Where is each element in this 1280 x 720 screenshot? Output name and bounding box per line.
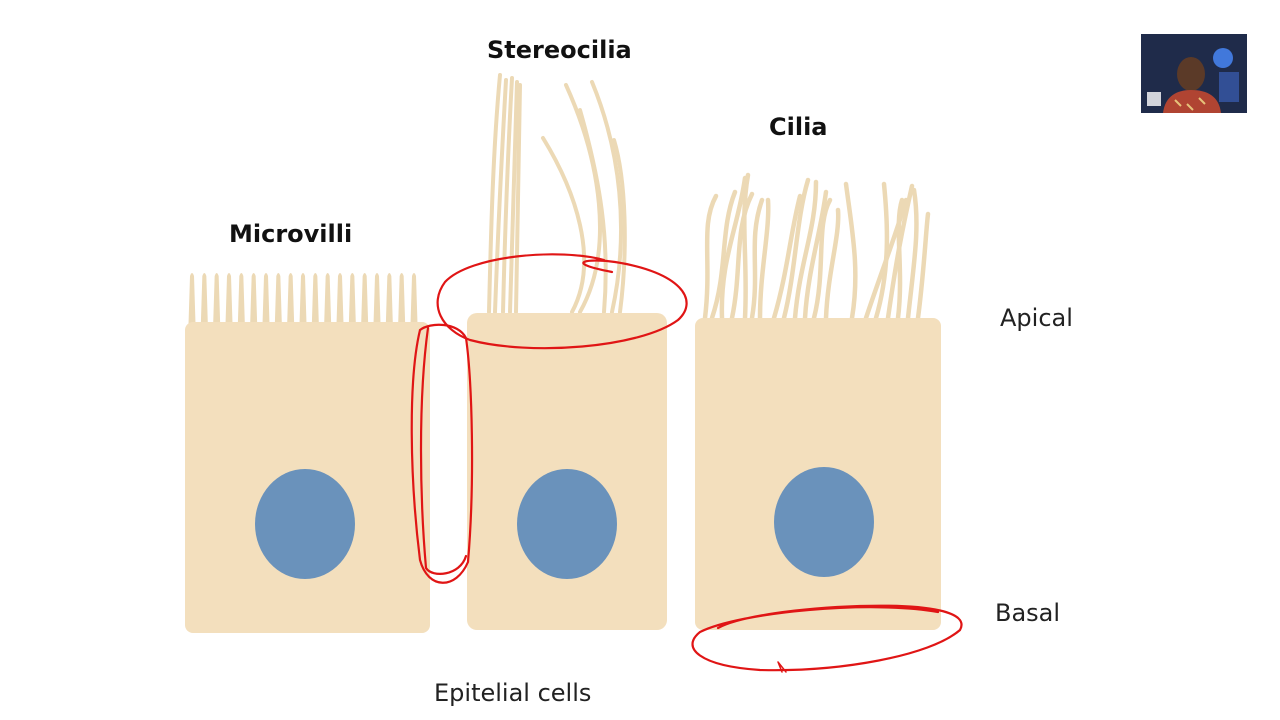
cursor-arrow	[777, 661, 787, 673]
cilia-cell-nucleus	[774, 467, 874, 577]
presenter-icon	[1141, 34, 1247, 113]
microvillus	[250, 273, 258, 324]
epithelial-cells-caption: Epitelial cells	[434, 679, 592, 707]
microvillus	[299, 273, 307, 324]
cilia-cell	[695, 172, 941, 630]
cilia	[702, 172, 931, 321]
stereocilia-cell-nucleus	[517, 469, 617, 579]
annotations	[410, 253, 963, 673]
microvillus	[398, 273, 406, 324]
apical-label: Apical	[1000, 304, 1073, 332]
stereocilia-label: Stereocilia	[487, 36, 632, 64]
stereocilia-cell	[467, 73, 667, 630]
microvilli-cell	[185, 273, 430, 633]
microvillus	[324, 273, 332, 324]
microvillus	[287, 273, 295, 324]
lateral-junction-circle	[410, 323, 474, 584]
microvillus	[385, 273, 393, 324]
basal-circle	[691, 604, 963, 672]
microvillus	[373, 273, 381, 324]
microvillus	[213, 273, 221, 324]
microvillus	[410, 273, 418, 324]
apical-stereocilia-circle	[436, 253, 688, 350]
microvillus	[262, 273, 270, 324]
microvillus	[225, 273, 233, 324]
microvilli-label: Microvilli	[229, 220, 353, 248]
stereocilia	[487, 73, 627, 314]
microvilli	[188, 273, 418, 324]
microvillus	[361, 273, 369, 324]
microvillus	[311, 273, 319, 324]
microvillus	[188, 273, 196, 324]
microvilli-cell-nucleus	[255, 469, 355, 579]
microvillus	[336, 273, 344, 324]
microvillus	[348, 273, 356, 324]
presenter-webcam-thumbnail	[1141, 34, 1247, 113]
microvillus	[200, 273, 208, 324]
basal-label: Basal	[995, 599, 1061, 627]
cilia-label: Cilia	[769, 113, 828, 141]
microvillus	[274, 273, 282, 324]
microvillus	[237, 273, 245, 324]
